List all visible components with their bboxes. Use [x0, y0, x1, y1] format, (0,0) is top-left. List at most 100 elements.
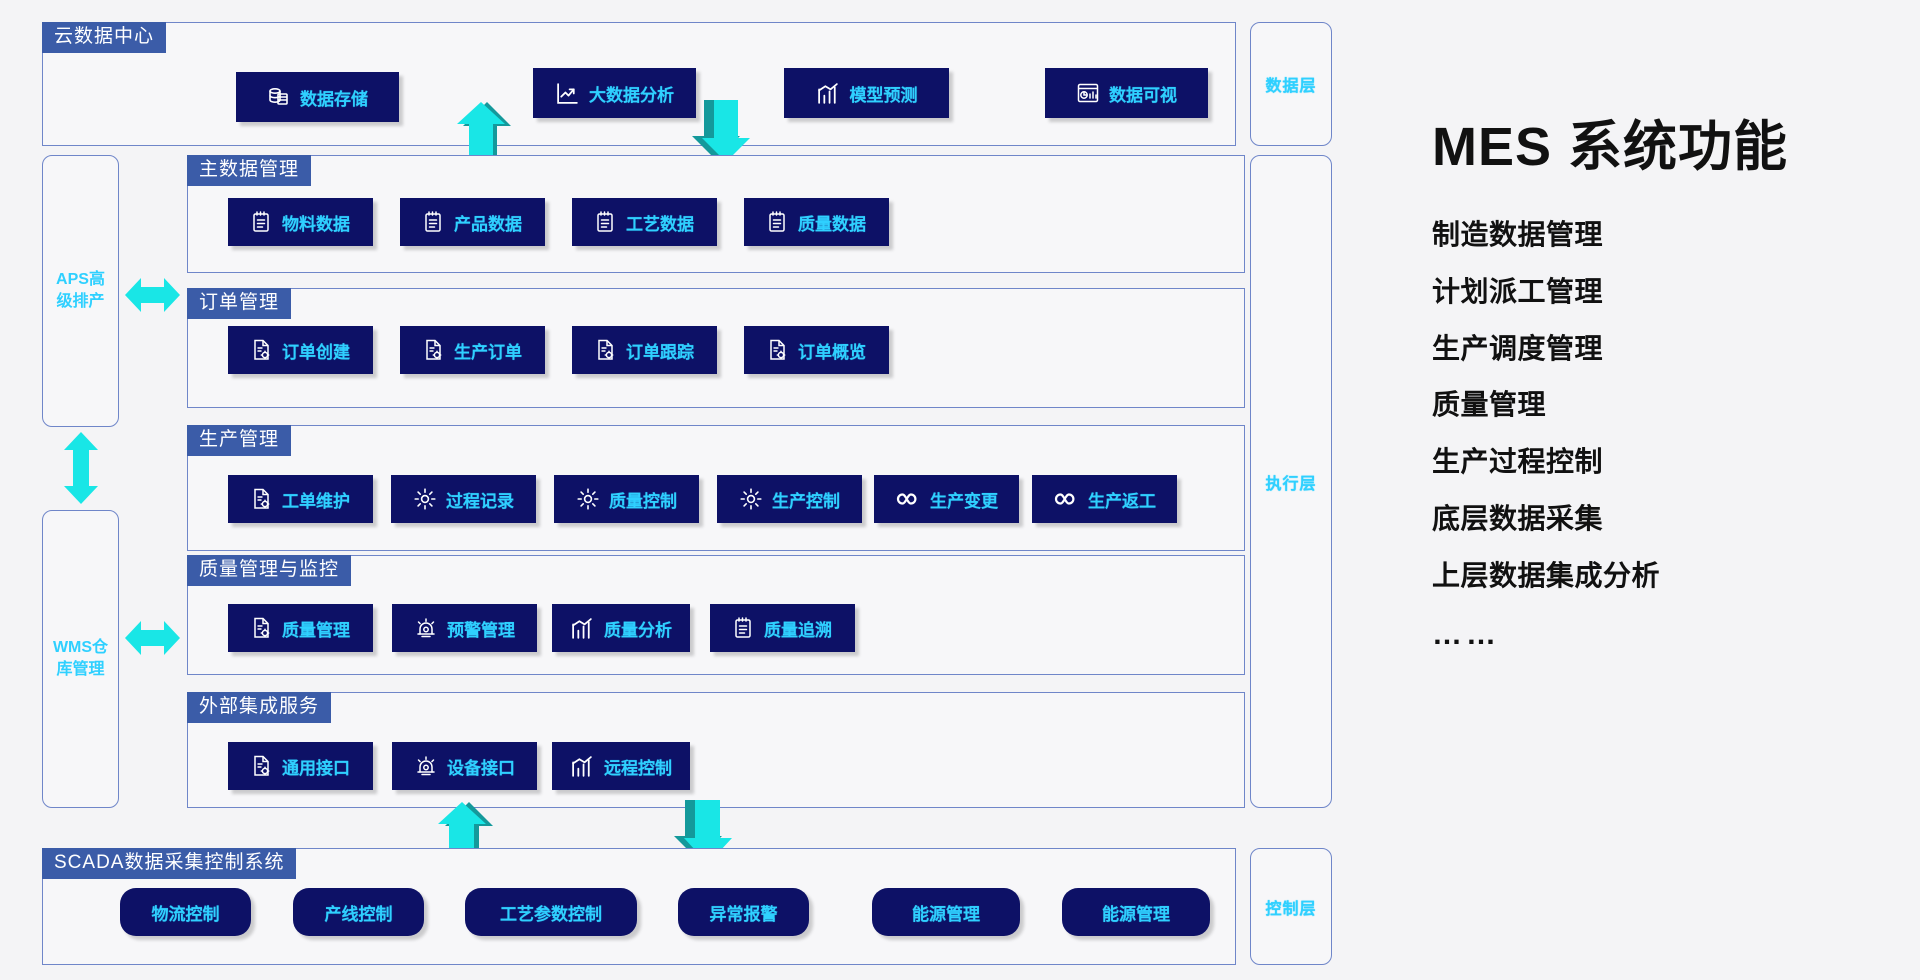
side-system-aps[interactable]: APS高 级排产: [42, 155, 119, 427]
button-通用接口[interactable]: 通用接口: [228, 742, 373, 790]
clipboard-icon: [733, 616, 755, 640]
button-远程控制[interactable]: 远程控制: [552, 742, 690, 790]
feature-item-ellipsis: ……: [1432, 617, 1500, 651]
button-质量数据[interactable]: 质量数据: [744, 198, 889, 246]
document-gear-icon: [423, 338, 445, 362]
button-label: 能源管理: [1102, 904, 1170, 924]
feature-item: 上层数据集成分析: [1432, 559, 1661, 591]
side-system-label: APS高 级排产: [56, 271, 105, 310]
layer-execution-layer: 执行层: [1250, 155, 1332, 808]
page-title: MES 系统功能: [1432, 117, 1789, 177]
button-label: 物料数据: [282, 214, 350, 234]
button-工单维护[interactable]: 工单维护: [228, 475, 373, 523]
document-gear-icon: [595, 338, 617, 362]
button-label: 物流控制: [151, 904, 220, 924]
feature-item: 底层数据采集: [1432, 502, 1604, 534]
button-异常报警[interactable]: 异常报警: [678, 888, 809, 936]
document-gear-icon: [251, 338, 273, 362]
feature-item: 质量管理: [1432, 389, 1547, 421]
button-预警管理[interactable]: 预警管理: [392, 604, 537, 652]
button-label: 生产控制: [772, 491, 840, 511]
button-label: 预警管理: [447, 620, 515, 640]
button-大数据分析[interactable]: 大数据分析: [533, 68, 696, 118]
right-panel: MES 系统功能 制造数据管理 计划派工管理 生产调度管理 质量管理 生产过程控…: [1432, 120, 1892, 677]
button-label: 能源管理: [912, 904, 980, 924]
gear-icon: [576, 487, 600, 511]
clipboard-icon: [423, 210, 445, 234]
button-数据存储[interactable]: 数据存储: [236, 72, 399, 122]
button-质量管理[interactable]: 质量管理: [228, 604, 373, 652]
button-生产变更[interactable]: 生产变更: [874, 475, 1019, 523]
infinity-icon: [1053, 490, 1079, 508]
layer-label: 执行层: [1265, 475, 1317, 493]
button-label: 模型预测: [849, 85, 918, 105]
button-订单跟踪[interactable]: 订单跟踪: [572, 326, 717, 374]
button-label: 远程控制: [604, 758, 672, 778]
gear-icon: [413, 487, 437, 511]
button-label: 订单概览: [798, 342, 866, 362]
button-工艺数据[interactable]: 工艺数据: [572, 198, 717, 246]
button-label: 生产变更: [930, 491, 998, 511]
button-label: 订单跟踪: [626, 342, 694, 362]
infinity-icon: [895, 490, 921, 508]
feature-item: 制造数据管理: [1432, 219, 1604, 250]
section-title-quality-management-monitoring: 质量管理与监控: [187, 555, 352, 586]
button-label: 产线控制: [324, 904, 393, 924]
arrow-aps-wms-vertical: [58, 432, 104, 504]
chart-line-up-icon: [555, 81, 580, 106]
clipboard-icon: [767, 210, 789, 234]
gear-icon: [739, 487, 763, 511]
button-生产返工[interactable]: 生产返工: [1032, 475, 1177, 523]
button-label: 生产返工: [1088, 491, 1156, 511]
feature-item: 生产过程控制: [1432, 446, 1604, 478]
database-icon: [267, 85, 291, 109]
arrow-wms-bidirectional: [125, 615, 180, 661]
button-label: 通用接口: [282, 758, 350, 778]
button-label: 设备接口: [447, 758, 515, 778]
button-订单概览[interactable]: 订单概览: [744, 326, 889, 374]
button-label: 异常报警: [709, 904, 778, 924]
button-label: 质量控制: [609, 491, 677, 511]
button-设备接口[interactable]: 设备接口: [392, 742, 537, 790]
button-label: 质量管理: [282, 620, 350, 640]
button-质量控制[interactable]: 质量控制: [554, 475, 699, 523]
document-gear-icon: [251, 487, 273, 511]
button-能源管理-2[interactable]: 能源管理: [1062, 888, 1210, 936]
layer-label: 数据层: [1265, 78, 1317, 95]
document-gear-icon: [767, 338, 789, 362]
button-生产控制[interactable]: 生产控制: [717, 475, 862, 523]
button-工艺参数控制[interactable]: 工艺参数控制: [465, 888, 637, 936]
button-产线控制[interactable]: 产线控制: [293, 888, 424, 936]
dashboard-icon: [1076, 81, 1100, 105]
button-label: 大数据分析: [589, 85, 674, 105]
button-物料数据[interactable]: 物料数据: [228, 198, 373, 246]
arrow-up-to-cloud: [455, 100, 525, 160]
button-过程记录[interactable]: 过程记录: [391, 475, 536, 523]
button-质量追溯[interactable]: 质量追溯: [710, 604, 855, 652]
button-生产订单[interactable]: 生产订单: [400, 326, 545, 374]
alarm-icon: [414, 754, 438, 778]
feature-item: 生产调度管理: [1432, 332, 1604, 364]
button-label: 质量追溯: [764, 620, 832, 640]
side-system-label: WMS仓 库管理: [52, 639, 109, 678]
button-物流控制[interactable]: 物流控制: [120, 888, 251, 936]
button-模型预测[interactable]: 模型预测: [784, 68, 949, 118]
button-label: 产品数据: [454, 214, 522, 234]
button-label: 订单创建: [282, 342, 350, 362]
layer-control-layer: 控制层: [1250, 848, 1332, 965]
arrow-down-from-cloud: [690, 100, 760, 162]
clipboard-icon: [595, 210, 617, 234]
section-title-cloud-data-center: 云数据中心: [42, 22, 167, 53]
button-label: 数据可视: [1109, 85, 1177, 105]
side-system-wms[interactable]: WMS仓 库管理: [42, 510, 119, 808]
section-title-production-management: 生产管理: [187, 425, 292, 456]
button-产品数据[interactable]: 产品数据: [400, 198, 545, 246]
button-订单创建[interactable]: 订单创建: [228, 326, 373, 374]
button-能源管理-1[interactable]: 能源管理: [872, 888, 1020, 936]
feature-item: 计划派工管理: [1432, 275, 1604, 307]
button-label: 数据存储: [300, 89, 368, 109]
document-gear-icon: [251, 754, 273, 778]
layer-label: 控制层: [1265, 900, 1317, 918]
button-质量分析[interactable]: 质量分析: [552, 604, 690, 652]
button-数据可视[interactable]: 数据可视: [1045, 68, 1208, 118]
